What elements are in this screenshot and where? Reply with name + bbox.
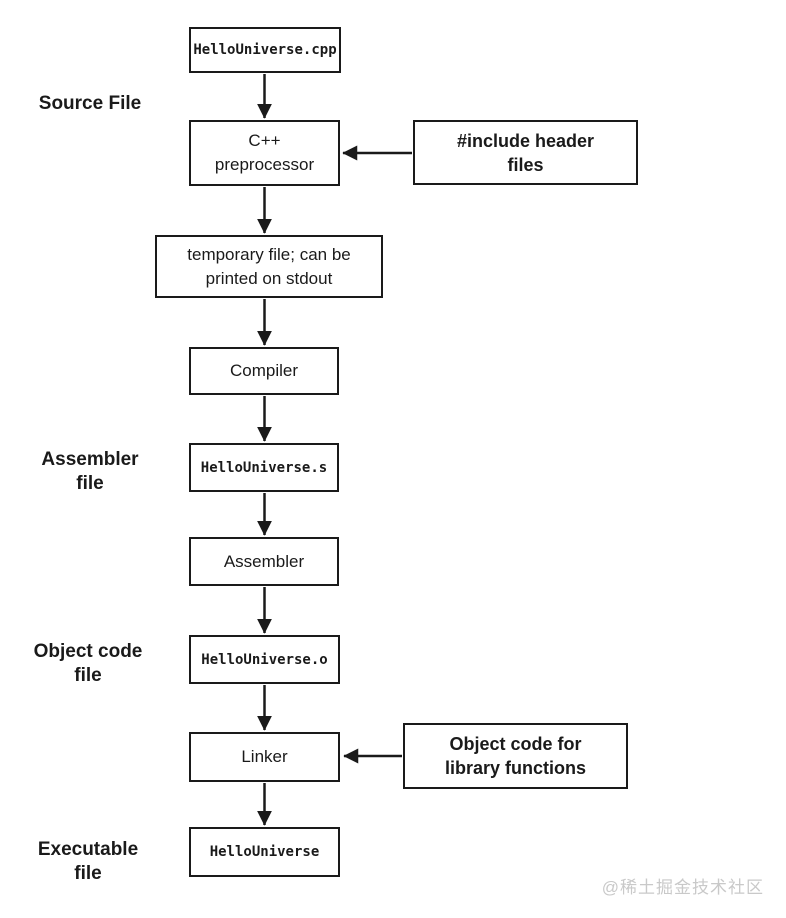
node-library-object-code: Object code for library functions (403, 723, 628, 789)
label-object-code-file: Object code file (33, 641, 143, 686)
node-source-file-cpp: HelloUniverse.cpp (189, 27, 341, 73)
node-executable: HelloUniverse (189, 827, 340, 877)
node-compiler: Compiler (189, 347, 339, 395)
node-linker: Linker (189, 732, 340, 782)
node-include-header-files: #include header files (413, 120, 638, 185)
label-source-file: Source File (38, 93, 142, 114)
node-cpp-preprocessor: C++ preprocessor (189, 120, 340, 186)
node-object-file-o: HelloUniverse.o (189, 635, 340, 684)
label-executable-file: Executable file (37, 839, 139, 884)
node-assembler: Assembler (189, 537, 339, 586)
node-temporary-file: temporary file; can be printed on stdout (155, 235, 383, 298)
label-assembler-file: Assembler file (41, 449, 139, 494)
watermark-text: @稀土掘金技术社区 (601, 878, 764, 897)
node-assembler-file-s: HelloUniverse.s (189, 443, 339, 492)
